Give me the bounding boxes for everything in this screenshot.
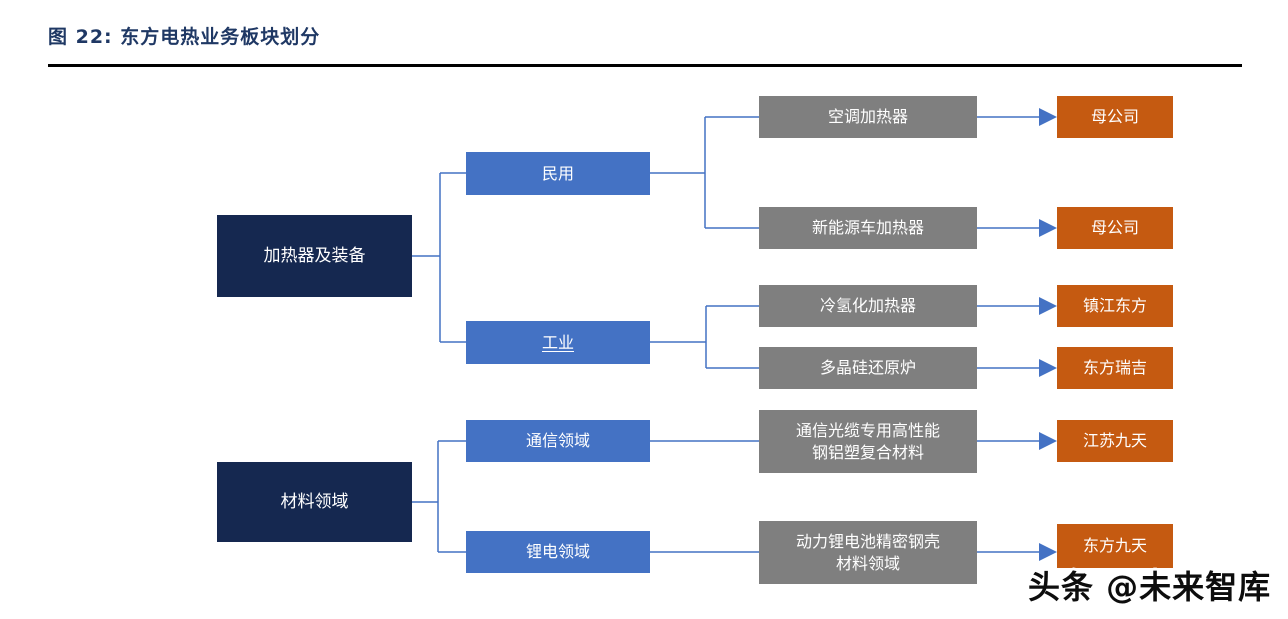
arrowhead-icon: [1039, 219, 1057, 237]
arrowhead-icon: [1039, 108, 1057, 126]
arrowhead-icon: [1039, 543, 1057, 561]
arrowhead-icon: [1039, 359, 1057, 377]
node-materials: 材料领域: [217, 462, 412, 542]
node-polysilicon-reduction-furnace: 多晶硅还原炉: [759, 347, 977, 389]
node-optical-cable-composite-material: 通信光缆专用高性能 钢铝塑复合材料: [759, 410, 977, 473]
node-communications: 通信领域: [466, 420, 650, 462]
node-ac-heater: 空调加热器: [759, 96, 977, 138]
title-rule: [48, 64, 1242, 67]
node-parent-company-1: 母公司: [1057, 96, 1173, 138]
node-dongfang-jiutian: 东方九天: [1057, 524, 1173, 568]
node-cold-hydrogenation-heater: 冷氢化加热器: [759, 285, 977, 327]
watermark: 头条 @未来智库: [1028, 568, 1272, 606]
node-zhenjiang-dongfang: 镇江东方: [1057, 285, 1173, 327]
node-industrial: 工业: [466, 321, 650, 364]
node-nev-heater: 新能源车加热器: [759, 207, 977, 249]
arrowhead-icon: [1039, 432, 1057, 450]
node-dongfang-ruiji: 东方瑞吉: [1057, 347, 1173, 389]
node-heaters-and-equipment: 加热器及装备: [217, 215, 412, 297]
figure-title: 图 22: 东方电热业务板块划分: [48, 26, 321, 48]
node-parent-company-2: 母公司: [1057, 207, 1173, 249]
node-lithium-battery: 锂电领域: [466, 531, 650, 573]
node-battery-steel-shell-material: 动力锂电池精密钢壳 材料领域: [759, 521, 977, 584]
arrowhead-icon: [1039, 297, 1057, 315]
node-civil: 民用: [466, 152, 650, 195]
node-jiangsu-jiutian: 江苏九天: [1057, 420, 1173, 462]
